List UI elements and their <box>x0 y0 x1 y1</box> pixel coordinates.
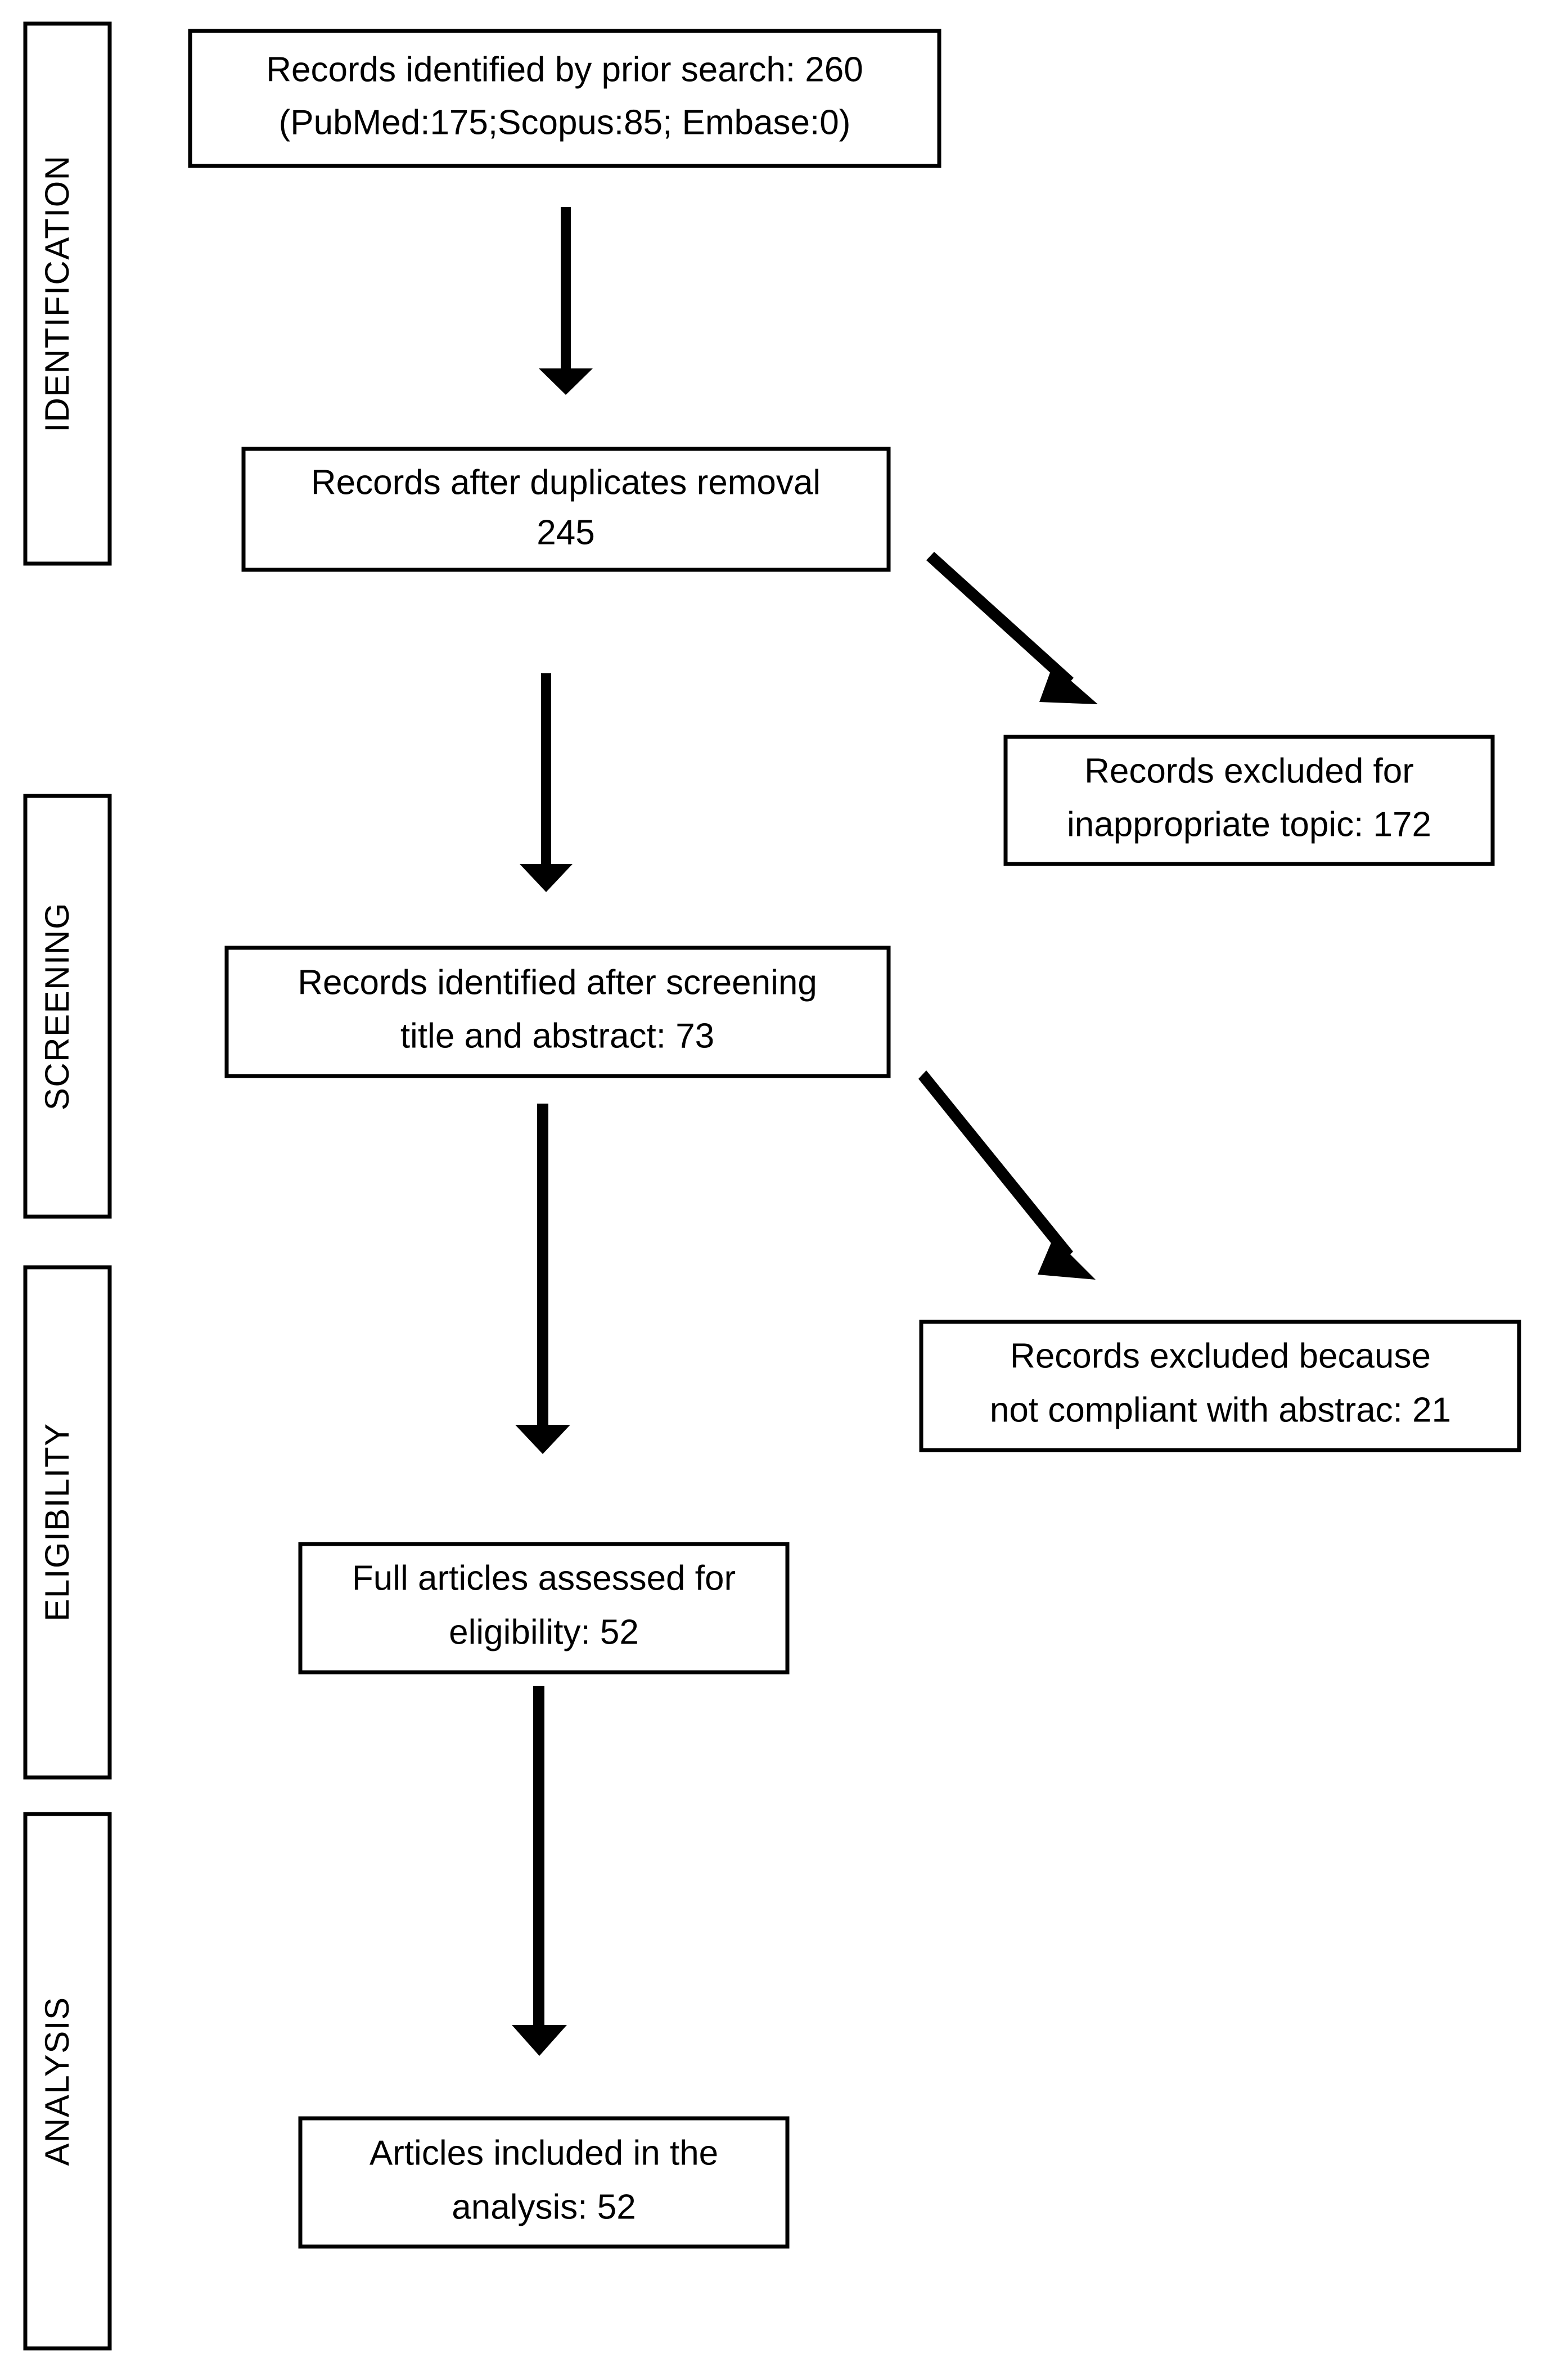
box-records-excluded-topic-rect <box>1003 735 1495 866</box>
box-records-after-screening-line-1: Records identified after screening <box>298 963 817 1002</box>
arrow-eligibility-to-analysis-head <box>512 2025 567 2056</box>
box-records-identified-line-2: (PubMed:175;Scopus:85; Embase:0) <box>279 103 851 142</box>
box-articles-included-line-2: analysis: 52 <box>452 2188 636 2226</box>
box-records-after-duplicates-line-2: 245 <box>537 513 594 552</box>
arrow-screening-to-eligibility <box>515 1104 570 1454</box>
box-records-excluded-abstract: Records excluded because not compliant w… <box>919 1320 1521 1452</box>
box-records-excluded-topic: Records excluded for inappropriate topic… <box>1003 735 1495 866</box>
arrow-duplicates-to-screening-shaft <box>541 673 551 867</box>
arrow-screening-to-eligibility-head <box>515 1425 570 1454</box>
arrow-eligibility-to-analysis-shaft <box>533 1686 544 2028</box>
box-records-excluded-topic-line-1: Records excluded for <box>1084 751 1414 790</box>
box-full-articles-assessed-line-1: Full articles assessed for <box>352 1559 736 1597</box>
arrow-screening-to-eligibility-shaft <box>537 1104 548 1428</box>
stage-bar-screening-rect <box>23 794 112 1219</box>
box-records-excluded-abstract-line-2: not compliant with abstrac: 21 <box>990 1390 1451 1429</box>
arrow-identified-to-duplicates <box>539 207 593 395</box>
box-records-after-screening-rect <box>224 946 891 1078</box>
box-articles-included: Articles included in the analysis: 52 <box>298 2116 790 2249</box>
box-records-after-duplicates-rect <box>241 447 891 572</box>
stage-bar-eligibility-label: ELIGIBILITY <box>38 1423 76 1621</box>
stage-bar-eligibility: ELIGIBILITY <box>23 1265 112 1780</box>
box-records-excluded-topic-line-2: inappropriate topic: 172 <box>1067 805 1431 844</box>
stage-bar-identification-rect <box>23 21 112 566</box>
arrow-duplicates-to-excluded-topic-head <box>1039 665 1098 704</box>
box-articles-included-rect <box>298 2116 790 2249</box>
stage-bar-screening-label: SCREENING <box>38 902 76 1110</box>
stage-bar-identification-label: IDENTIFICATION <box>38 155 76 432</box>
stage-bar-analysis: ANALYSIS <box>23 1812 112 2351</box>
stage-bar-screening: SCREENING <box>23 794 112 1219</box>
box-records-after-screening: Records identified after screening title… <box>224 946 891 1078</box>
box-full-articles-assessed: Full articles assessed for eligibility: … <box>298 1542 790 1675</box>
stage-bar-analysis-rect <box>23 1812 112 2351</box>
box-records-after-screening-line-2: title and abstract: 73 <box>400 1016 714 1055</box>
arrow-duplicates-to-excluded-topic-shaft <box>926 552 1074 687</box>
stage-bar-eligibility-rect <box>23 1265 112 1780</box>
arrow-screening-to-excluded-abstract-shaft <box>918 1070 1073 1260</box>
box-records-identified-line-1: Records identified by prior search: 260 <box>266 50 863 89</box>
box-records-identified-rect <box>188 29 941 168</box>
arrow-eligibility-to-analysis <box>512 1686 567 2056</box>
box-articles-included-line-1: Articles included in the <box>370 2134 718 2172</box>
arrow-identified-to-duplicates-shaft <box>561 207 571 371</box>
arrow-duplicates-to-excluded-topic <box>926 552 1098 704</box>
box-full-articles-assessed-line-2: eligibility: 52 <box>449 1613 639 1651</box>
arrow-duplicates-to-screening <box>520 673 573 892</box>
arrow-duplicates-to-screening-head <box>520 864 573 892</box>
arrow-identified-to-duplicates-head <box>539 368 593 395</box>
box-records-identified: Records identified by prior search: 260 … <box>188 29 941 168</box>
box-full-articles-assessed-rect <box>298 1542 790 1675</box>
arrow-screening-to-excluded-abstract-head <box>1038 1237 1096 1280</box>
box-records-after-duplicates-line-1: Records after duplicates removal <box>311 463 821 502</box>
stage-bar-analysis-label: ANALYSIS <box>38 1996 76 2166</box>
box-records-after-duplicates: Records after duplicates removal 245 <box>241 447 891 572</box>
box-records-excluded-abstract-line-1: Records excluded because <box>1010 1336 1431 1375</box>
arrow-screening-to-excluded-abstract <box>918 1070 1096 1280</box>
box-records-excluded-abstract-rect <box>919 1320 1521 1452</box>
stage-bar-identification: IDENTIFICATION <box>23 21 112 566</box>
